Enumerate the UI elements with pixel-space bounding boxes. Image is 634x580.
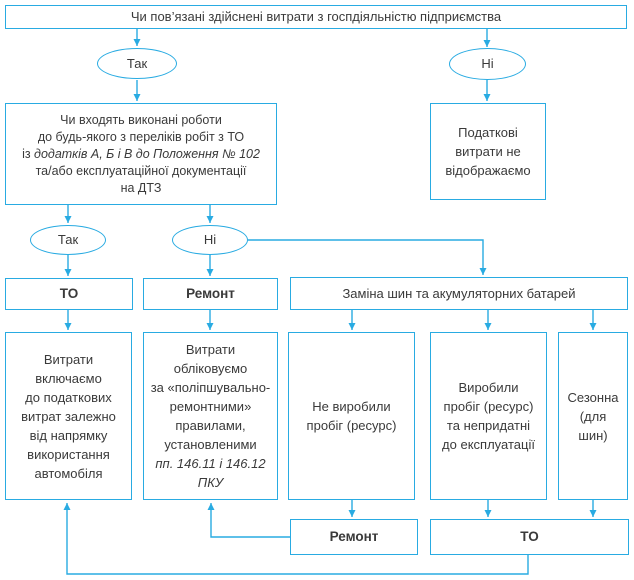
node-no-mid: Ні	[172, 225, 248, 255]
node-yes-top: Так	[97, 48, 177, 79]
arrow-no-mid-to-tire-battery	[248, 239, 487, 275]
node-yes-mid: Так	[30, 225, 106, 255]
node-branch-tire-battery: Заміна шин та акумуляторних батарей	[290, 277, 628, 310]
node-branch-repair: Ремонт	[143, 278, 278, 310]
node-to-bottom: ТО	[430, 519, 629, 555]
node-question-business-expenses: Чи пов’язані здійснені витрати з госпдія…	[5, 5, 627, 29]
node-branch-to: ТО	[5, 278, 133, 310]
arrow-repair-bottom-to-repair-outcome	[207, 503, 290, 538]
node-no-top: Ні	[449, 48, 526, 80]
arrow-to-bottom-to-to-outcome	[63, 503, 529, 575]
node-repair-bottom: Ремонт	[290, 519, 418, 555]
